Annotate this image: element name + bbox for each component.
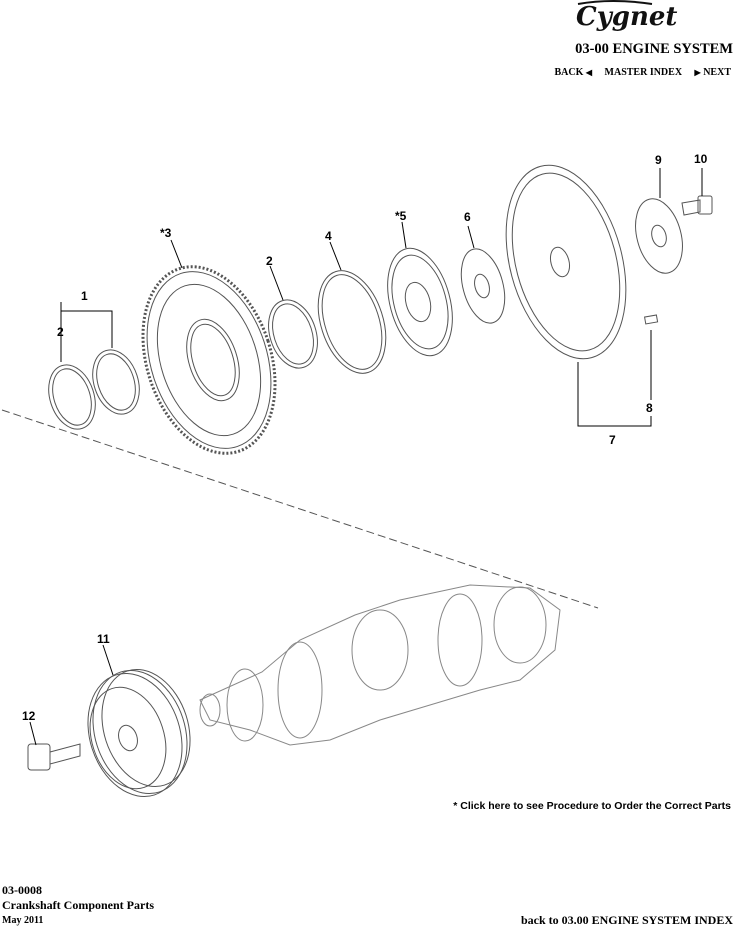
system-title: 03-00 ENGINE SYSTEM <box>575 41 733 57</box>
bolt-part-10 <box>681 195 713 216</box>
snap-ring-left <box>48 364 96 430</box>
dowel-part-8 <box>643 314 659 325</box>
order-procedure-link[interactable]: * Click here to see Procedure to Order t… <box>453 800 731 812</box>
back-arrow-icon: ◀ <box>585 68 593 77</box>
back-to-system-index-link[interactable]: back to 03.00 ENGINE SYSTEM INDEX <box>520 913 733 927</box>
callout-11: 11 <box>97 632 110 646</box>
callout-7: 7 <box>609 433 616 447</box>
gear-part-3 <box>141 265 277 455</box>
plate-part-6 <box>460 248 506 324</box>
bolt-part-12 <box>27 743 81 771</box>
callout-2-left: 2 <box>57 325 64 339</box>
snap-ring-middle <box>268 299 318 369</box>
ring-part-1 <box>92 349 140 415</box>
ring-part-4 <box>317 270 387 374</box>
crankshaft <box>199 584 561 746</box>
callout-4: 4 <box>325 229 332 243</box>
next-link[interactable]: ▶ NEXT <box>694 67 731 78</box>
master-index-link[interactable]: MASTER INDEX <box>604 67 683 78</box>
axis-line <box>1 409 599 609</box>
callout-10: 10 <box>694 152 708 166</box>
pulley-part-11 <box>87 668 191 798</box>
plate-part-9 <box>635 198 683 274</box>
callout-5[interactable]: *5 <box>395 209 407 223</box>
flywheel-part-7 <box>505 164 627 360</box>
navigation-bar: BACK ◀ MASTER INDEX ▶ NEXT <box>554 67 731 78</box>
cygnet-logo: Cygnet <box>576 0 677 32</box>
callout-9: 9 <box>655 153 662 167</box>
next-arrow-icon: ▶ <box>694 68 701 77</box>
leader-lines <box>29 168 703 746</box>
callout-8: 8 <box>646 401 653 415</box>
callout-1: 1 <box>81 289 88 303</box>
callout-2-middle: 2 <box>266 254 273 268</box>
document-date: May 2011 <box>2 915 44 926</box>
document-title: Crankshaft Component Parts <box>2 898 155 912</box>
callout-6: 6 <box>464 210 471 224</box>
adaptor-part-5 <box>387 247 453 357</box>
callout-12: 12 <box>22 709 36 723</box>
back-link[interactable]: BACK ◀ <box>554 67 593 78</box>
document-number: 03-0008 <box>2 883 42 897</box>
logo-text: Cygnet <box>576 2 677 32</box>
callout-3[interactable]: *3 <box>160 226 172 240</box>
